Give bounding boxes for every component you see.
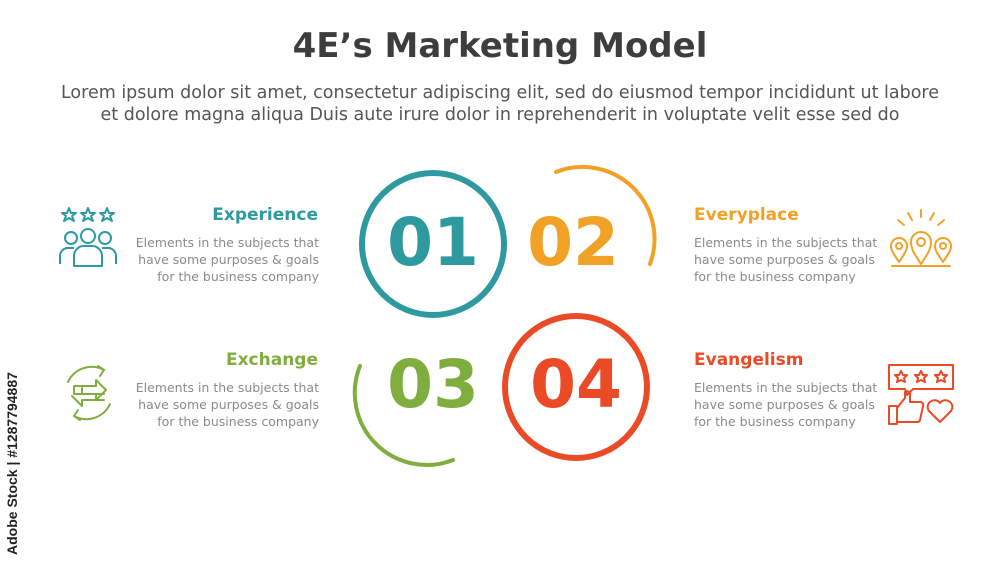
desc-line: for the business company [694,414,856,429]
desc-line: Elements in the subjects that [694,380,878,395]
circle-04 [502,313,650,461]
heading-exchange: Exchange [225,350,318,370]
heading-evangelism: Evangelism [694,350,804,370]
subtitle-line-1: Lorem ipsum dolor sit amet, consectetur … [60,83,940,103]
rating-people-icon [59,207,117,267]
subtitle-line-2: et dolore magna aliqua Duis aute irure d… [100,105,900,125]
desc-line: for the business company [694,269,856,284]
heading-everyplace: Everyplace [694,205,799,225]
number-01: 01 [387,204,479,281]
desc-line: Elements in the subjects that [694,235,878,250]
circle-01 [359,170,507,318]
desc-line: have some purposes & goals [694,252,875,267]
desc-line: for the business company [157,414,319,429]
desc-line: for the business company [157,269,319,284]
subtitle: Lorem ipsum dolor sit amet, consectetur … [50,82,950,126]
number-02: 02 [527,204,619,281]
desc-line: have some purposes & goals [138,397,319,412]
stock-watermark: Adobe Stock | #1287794887 [4,372,20,555]
desc-line: have some purposes & goals [138,252,319,267]
desc-everyplace: Elements in the subjects that have some … [694,234,884,285]
desc-line: have some purposes & goals [694,397,875,412]
desc-line: Elements in the subjects that [135,235,319,250]
desc-evangelism: Elements in the subjects that have some … [694,379,884,430]
desc-experience: Elements in the subjects that have some … [129,234,319,285]
arc-03 [352,364,455,467]
heading-experience: Experience [212,205,318,225]
number-04: 04 [530,346,622,423]
exchange-arrows-icon [67,365,111,421]
review-like-icon [888,364,954,425]
desc-exchange: Elements in the subjects that have some … [129,379,319,430]
page-title: 4E’s Marketing Model [292,26,708,66]
number-03: 03 [387,346,479,423]
desc-line: Elements in the subjects that [135,380,319,395]
arc-02 [554,164,657,266]
location-pins-icon [890,209,952,267]
